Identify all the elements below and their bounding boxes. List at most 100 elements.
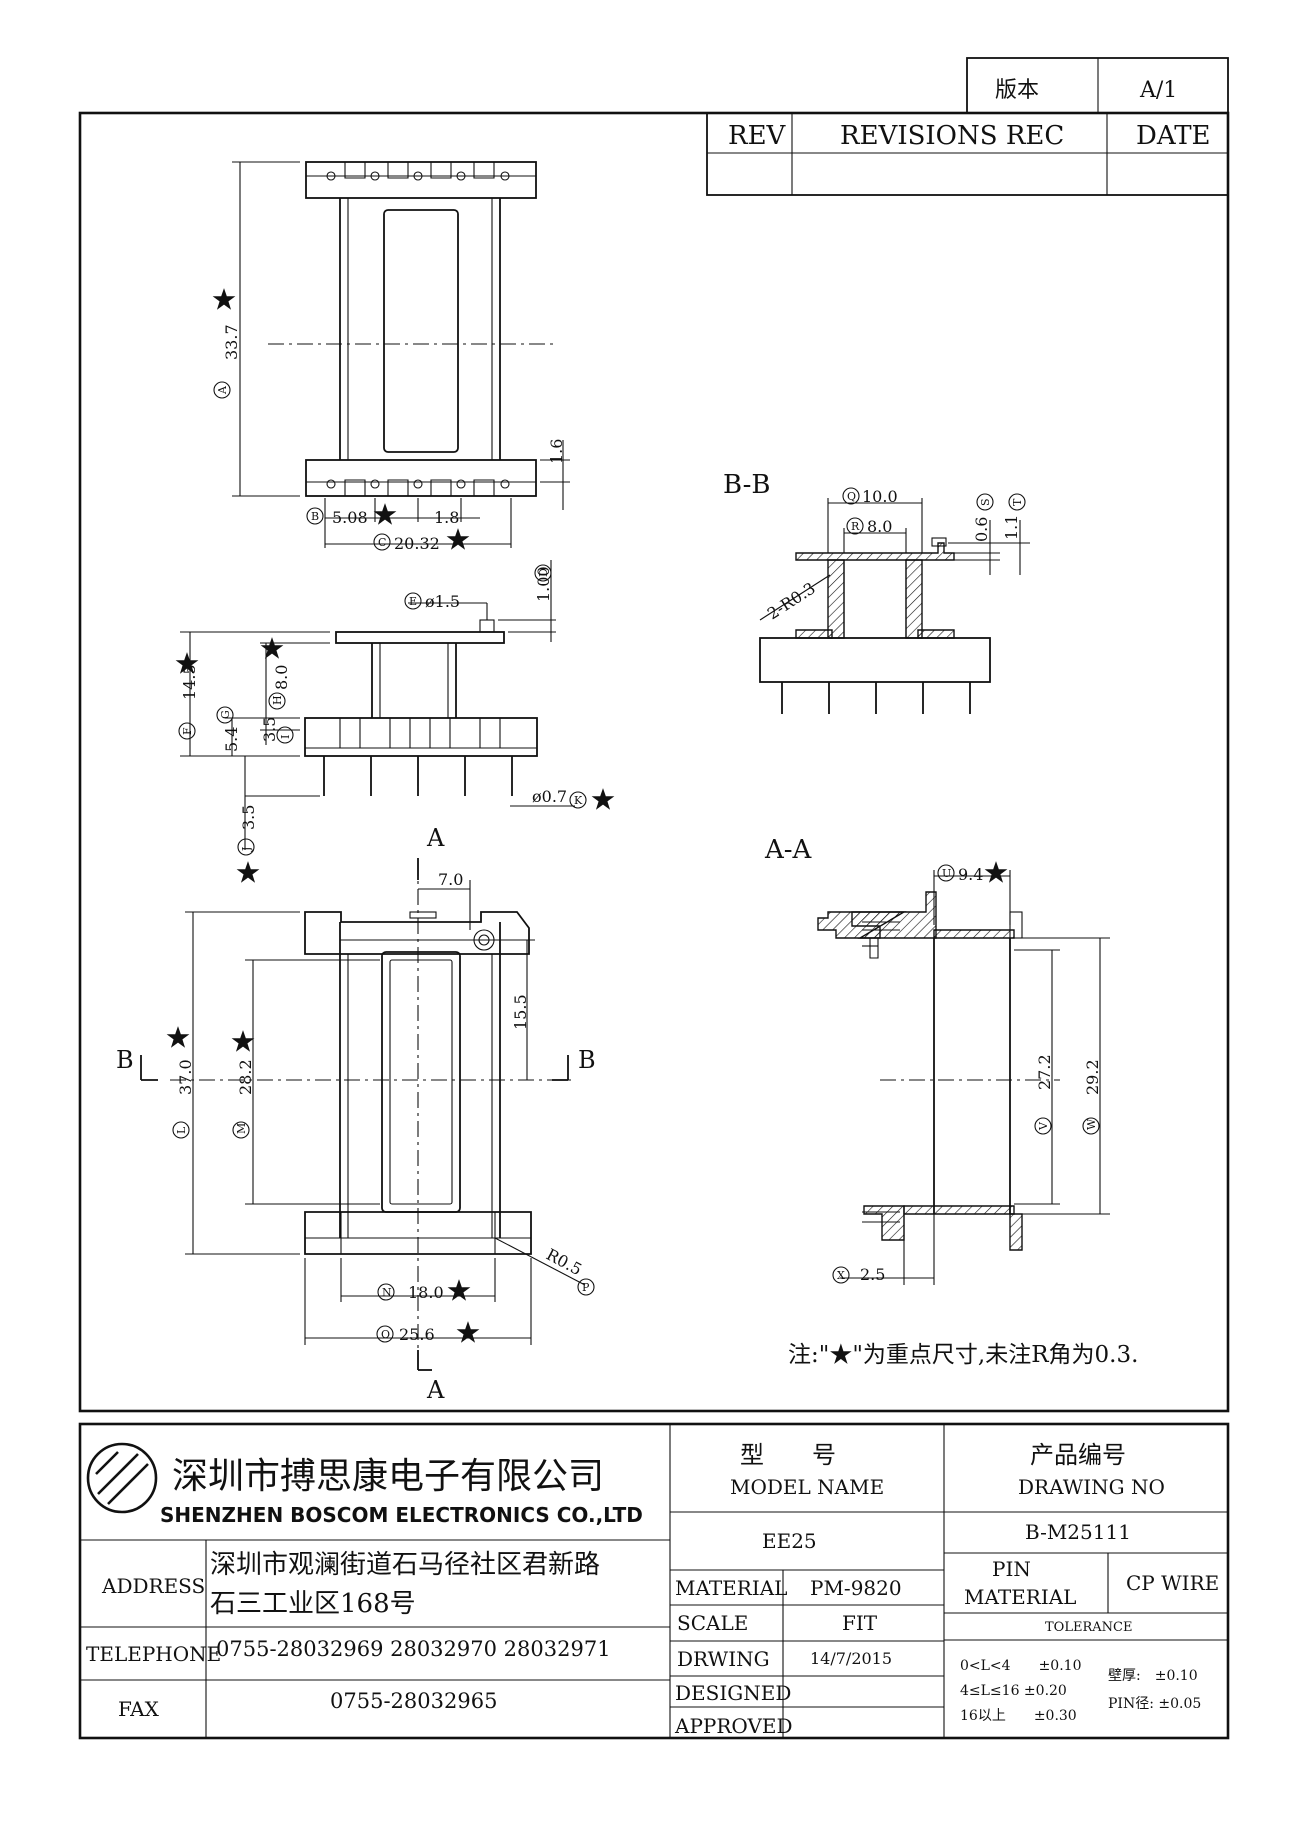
label-b: B: [311, 510, 319, 523]
label-b-circle: [306, 507, 324, 525]
scale-value: FIT: [842, 1611, 878, 1635]
pin-value: CP WIRE: [1126, 1571, 1219, 1595]
label-s: S: [979, 498, 992, 506]
rev-header: REV: [728, 121, 787, 151]
fax-value: 0755-28032965: [330, 1689, 497, 1713]
material-value: PM-9820: [810, 1576, 902, 1600]
label-w: W: [1085, 1118, 1098, 1130]
label-j-circle: [237, 838, 255, 856]
revisions-header: REVISIONS REC: [840, 121, 1064, 151]
label-h-circle: [268, 692, 286, 710]
dim-0-6: 0.6: [972, 517, 991, 542]
dim-5-08: 5.08: [332, 508, 368, 527]
label-q-circle: [842, 487, 860, 505]
label-u: U: [942, 867, 951, 880]
key-dim-star-icon: [236, 861, 260, 883]
dim-10-0: 10.0: [862, 487, 898, 506]
approved-label: APPROVED: [674, 1714, 793, 1738]
label-o: O: [381, 1328, 390, 1341]
label-i: I: [279, 735, 292, 739]
label-j: J: [240, 847, 253, 852]
dim-dia-1-5: ø1.5: [425, 592, 460, 611]
drwing-value: 14/7/2015: [810, 1649, 892, 1668]
key-dim-star-icon: [447, 1279, 471, 1301]
dim-9-4: 9.4: [958, 865, 983, 884]
dim-5-4: 5.4: [222, 727, 241, 752]
dim-15-5: 15.5: [511, 994, 530, 1030]
drawing-value: B-M25111: [1025, 1520, 1131, 1544]
dim-1-8: 1.8: [434, 508, 459, 527]
dim-28-2: 28.2: [236, 1059, 255, 1095]
pin-label-1: PIN: [992, 1557, 1031, 1581]
label-c: C: [378, 536, 386, 549]
label-g-circle: [216, 706, 234, 724]
dim-3-5-lower: 3.5: [239, 805, 258, 830]
telephone-label: TELEPHONE: [86, 1642, 221, 1666]
label-n-circle: [377, 1283, 395, 1301]
label-i-circle: [276, 726, 294, 744]
model-label-cn: 型 号: [740, 1441, 836, 1469]
drawing-label-en: DRAWING NO: [1018, 1475, 1165, 1499]
key-dim-star-icon: [456, 1321, 480, 1343]
dim-27-2: 27.2: [1035, 1054, 1054, 1090]
dim-7-0: 7.0: [438, 870, 463, 889]
label-k-circle: [569, 791, 587, 809]
label-k: K: [574, 794, 583, 807]
label-v-circle: [1034, 1117, 1052, 1135]
label-t-circle: [1008, 493, 1026, 511]
label-a-circle: [213, 381, 231, 399]
label-u-circle: [937, 864, 955, 882]
view-bb-title: B-B: [723, 470, 770, 500]
label-n: N: [382, 1286, 392, 1299]
key-dim-star-icon: [373, 503, 397, 525]
label-w-circle: [1082, 1117, 1100, 1135]
label-r: R: [851, 520, 860, 533]
label-x-circle: [832, 1266, 850, 1284]
label-d-circle: [534, 564, 552, 582]
dim-33-7: 33.7: [222, 324, 241, 360]
revision-table: [706, 112, 1229, 196]
pin-label-2: MATERIAL: [964, 1585, 1076, 1609]
label-l: L: [175, 1126, 188, 1134]
address-line2: 石三工业区168号: [210, 1589, 416, 1619]
title-block: [78, 1422, 1230, 1740]
label-m: M: [235, 1123, 248, 1134]
address-label: ADDRESS: [101, 1574, 205, 1598]
key-dim-star-icon: [231, 1030, 255, 1052]
label-r-circle: [846, 517, 864, 535]
scale-label: SCALE: [677, 1611, 748, 1635]
label-m-circle: [232, 1121, 250, 1139]
label-e: E: [409, 595, 417, 608]
label-a: A: [216, 385, 229, 395]
dim-1-1: 1.1: [1002, 515, 1021, 540]
version-label: 版本: [995, 78, 1039, 103]
side-view: [180, 560, 575, 850]
key-dim-star-icon: [212, 288, 236, 310]
tolerance-1: 0<L<4 ±0.10: [960, 1658, 1081, 1674]
dim-2-r0-3: 2-R0.3: [764, 579, 819, 624]
date-header: DATE: [1136, 121, 1211, 151]
label-x: X: [837, 1269, 845, 1282]
dim-20-32: 20.32: [394, 534, 440, 553]
label-q: Q: [847, 490, 856, 503]
section-b-right: B: [578, 1046, 596, 1074]
dim-1-6: 1.6: [547, 439, 566, 464]
drawing-label-cn: 产品编号: [1030, 1441, 1126, 1469]
model-label-en: MODEL NAME: [730, 1475, 884, 1499]
label-p: P: [582, 1281, 590, 1294]
designed-label: DESIGNED: [675, 1681, 791, 1705]
label-s-circle: [976, 493, 994, 511]
dim-8-0: 8.0: [272, 665, 291, 690]
label-c-circle: [373, 533, 391, 551]
dim-2-5: 2.5: [860, 1265, 885, 1284]
section-b-left: B: [116, 1046, 134, 1074]
section-aa: [817, 870, 1110, 1285]
version-value: A/1: [1139, 78, 1177, 103]
tolerance-pin: PIN径: ±0.05: [1108, 1696, 1201, 1712]
label-t: T: [1011, 498, 1024, 506]
section-bb: [759, 498, 1030, 714]
telephone-value: 0755-28032969 28032970 28032971: [216, 1637, 611, 1661]
dim-8-0-bb: 8.0: [867, 517, 892, 536]
section-a-top: A: [426, 824, 445, 852]
